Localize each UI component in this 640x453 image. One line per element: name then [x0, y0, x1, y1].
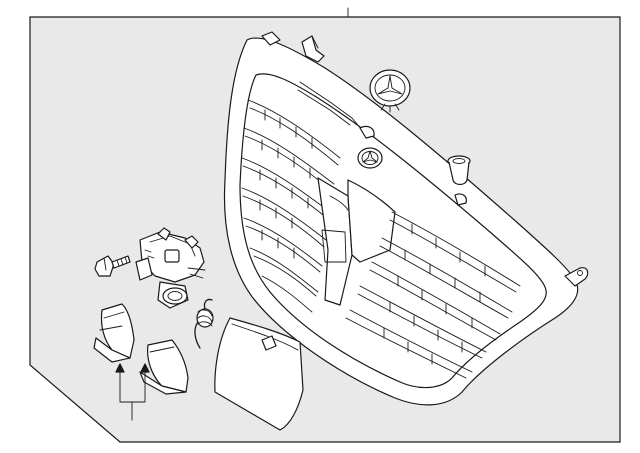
- left-cover-cap: [93, 303, 135, 363]
- callout-leaders: [115, 363, 150, 421]
- sensor-window: [321, 229, 347, 263]
- tow-hook-cover: [214, 317, 304, 431]
- upper-clip: [301, 35, 325, 63]
- grille-emblem: [357, 147, 383, 169]
- grille-side-mount: [454, 193, 467, 206]
- bushing-sleeve: [447, 155, 471, 186]
- grille-upper-mount: [359, 125, 375, 139]
- grille-center-panel: [347, 179, 396, 263]
- mounting-bolt: [94, 255, 131, 277]
- tow-cover-tab: [261, 335, 277, 351]
- grille-assembly: [223, 31, 589, 406]
- camera-sensor-assembly: [135, 227, 206, 309]
- grille-top-tab: [261, 31, 281, 46]
- emblem-star: [369, 69, 411, 113]
- spring-clip: [194, 298, 214, 349]
- grille-louvers-left: [241, 99, 341, 313]
- grille-louvers-right: [345, 211, 521, 379]
- right-cover-cap: [139, 339, 189, 395]
